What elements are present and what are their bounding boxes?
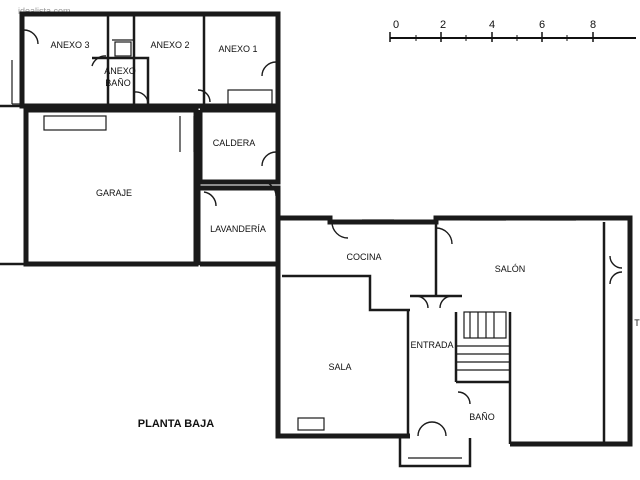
scale-tick-6: 6 <box>539 19 545 31</box>
label-partial-right: TE <box>634 318 640 328</box>
label-bano: BAÑO <box>469 412 495 422</box>
label-salon: SALÓN <box>495 264 526 274</box>
scale-tick-4: 4 <box>489 19 495 31</box>
watermark-text: idealista.com <box>18 6 71 16</box>
label-anexo-bano-line2: BAÑO <box>105 78 131 88</box>
main-house-doors <box>331 221 623 437</box>
service-doors <box>203 151 277 207</box>
label-anexo-bano-line1: ANEXO <box>104 66 136 76</box>
label-garaje: GARAJE <box>96 188 132 198</box>
label-anexo-1: ANEXO 1 <box>218 44 257 54</box>
scale-tick-2: 2 <box>440 19 446 31</box>
room-labels: ANEXO 3 ANEXO 2 ANEXO 1 ANEXO BAÑO CALDE… <box>50 40 640 422</box>
label-anexo-3: ANEXO 3 <box>50 40 89 50</box>
scale-bar: 0 2 4 6 8 <box>389 19 636 42</box>
label-anexo-2: ANEXO 2 <box>150 40 189 50</box>
annex-doors <box>23 29 277 105</box>
label-caldera: CALDERA <box>213 138 256 148</box>
scale-tick-8: 8 <box>590 19 596 31</box>
scale-tick-0: 0 <box>393 19 399 31</box>
main-house-walls <box>275 215 633 468</box>
floor-title: PLANTA BAJA <box>138 418 214 430</box>
service-block-walls <box>0 107 281 267</box>
label-lavanderia: LAVANDERÍA <box>210 224 266 234</box>
label-sala: SALA <box>328 362 351 372</box>
label-entrada: ENTRADA <box>410 340 453 350</box>
annex-block-walls <box>0 11 281 109</box>
label-cocina: COCINA <box>346 252 381 262</box>
